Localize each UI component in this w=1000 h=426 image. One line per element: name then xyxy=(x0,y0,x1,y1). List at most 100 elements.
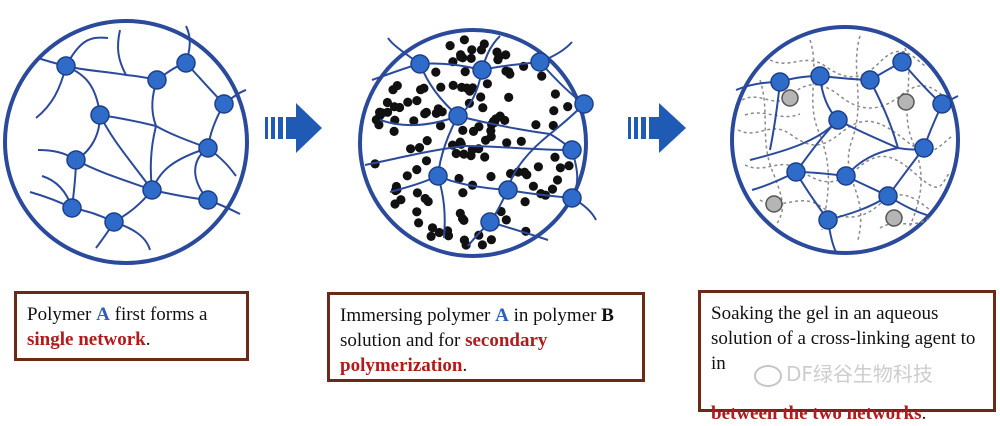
monomer-dot xyxy=(390,199,400,209)
wechat-icon xyxy=(754,364,782,387)
stage-2-circle xyxy=(358,28,588,258)
monomer-dot xyxy=(550,89,561,99)
monomer-dot xyxy=(414,218,424,228)
monomer-dot xyxy=(533,162,544,172)
monomer-dot xyxy=(458,188,468,198)
monomer-dot xyxy=(550,152,560,162)
monomer-dot xyxy=(505,69,515,79)
monomer-dot xyxy=(382,97,392,108)
monomer-dot xyxy=(504,92,514,102)
monomer-dot xyxy=(548,120,558,131)
monomer-dot xyxy=(426,231,436,241)
caption-text: Polymer xyxy=(27,304,97,325)
monomer-dot xyxy=(480,152,490,162)
stage-1-single-network xyxy=(3,19,249,265)
highlight-single-network: single network xyxy=(27,329,146,350)
monomer-dot xyxy=(516,136,526,146)
monomer-dot xyxy=(467,45,477,55)
monomer-dot xyxy=(448,80,458,90)
monomer-dot xyxy=(486,235,496,245)
monomer-dot xyxy=(519,167,530,177)
monomer-dot xyxy=(375,107,385,117)
monomer-dot xyxy=(416,85,426,95)
monomer-dot xyxy=(421,107,431,117)
monomer-dot xyxy=(406,144,416,154)
monomer-dot xyxy=(501,50,511,60)
monomer-dot xyxy=(495,111,505,121)
monomer-dot xyxy=(476,45,486,55)
monomer-dot xyxy=(520,197,530,207)
monomer-dot xyxy=(434,227,444,238)
monomer-dot xyxy=(476,92,486,102)
monomer-dot xyxy=(492,47,502,57)
polymer-a-label: A xyxy=(96,304,110,325)
monomer-dot xyxy=(549,106,559,116)
monomer-dot xyxy=(392,81,402,91)
diagram-canvas xyxy=(3,19,960,265)
caption-text: first forms a xyxy=(109,304,208,325)
monomer-dot xyxy=(414,143,425,153)
monomer-dot xyxy=(468,126,479,136)
monomer-dot xyxy=(455,137,465,147)
caption-text: Immersing polymer xyxy=(340,305,496,326)
monomer-dot xyxy=(458,125,468,135)
monomer-dot xyxy=(458,214,468,224)
monomer-dot xyxy=(482,79,492,89)
stage-3-secondary-crosslinks xyxy=(765,89,915,227)
monomer-dot xyxy=(564,161,574,171)
stage-2-immersion xyxy=(358,28,597,258)
polymer-a-label: A xyxy=(495,305,509,326)
stage-1-crosslink-nodes xyxy=(56,53,234,232)
monomer-dot xyxy=(420,193,430,204)
monomer-dot xyxy=(552,175,563,185)
monomer-dot xyxy=(501,215,511,225)
caption-stage-1: Polymer A first forms a single network. xyxy=(14,291,249,361)
right-arrow-icon xyxy=(628,103,686,153)
monomer-dot xyxy=(436,82,446,92)
monomer-dot xyxy=(502,138,512,148)
monomer-dot xyxy=(460,67,470,77)
caption-stage-2: Immersing polymer A in polymer B solutio… xyxy=(327,292,645,382)
highlight-between-networks: between the two networks xyxy=(711,403,922,424)
monomer-dot xyxy=(451,148,461,159)
monomer-dot xyxy=(421,156,432,166)
monomer-dot xyxy=(422,136,432,146)
caption-text: in polymer xyxy=(508,305,602,326)
monomer-dot xyxy=(486,171,496,182)
polymer-b-label: B xyxy=(601,305,614,326)
monomer-dot xyxy=(431,67,441,77)
caption-text: . xyxy=(462,355,468,376)
watermark-text: DF绿谷生物科技 xyxy=(786,362,933,386)
monomer-dot xyxy=(436,121,446,131)
watermark: DF绿谷生物科技 xyxy=(754,358,933,387)
caption-text: solution and for xyxy=(340,330,466,351)
stage-3-secondary-network xyxy=(737,35,953,241)
monomer-dot xyxy=(493,55,503,65)
stage-3-primary-crosslinks xyxy=(770,52,952,230)
monomer-dot xyxy=(412,96,422,106)
monomer-dot xyxy=(461,240,471,250)
monomer-dot xyxy=(531,120,541,130)
monomer-dot xyxy=(445,41,455,51)
monomer-dot xyxy=(555,163,566,173)
monomer-dot xyxy=(465,86,475,96)
monomer-dot xyxy=(459,149,469,159)
monomer-dot xyxy=(486,132,496,142)
monomer-dot xyxy=(409,116,419,126)
monomer-dot xyxy=(412,165,422,175)
caption-text: . xyxy=(921,403,927,424)
monomer-dot xyxy=(403,97,413,107)
monomer-dot xyxy=(467,145,477,155)
highlight-secondary-polymerization: secondary polymerization xyxy=(340,330,548,376)
monomer-dot xyxy=(547,184,558,194)
monomer-dot xyxy=(563,102,573,112)
monomer-dot xyxy=(427,223,438,233)
monomer-dot xyxy=(456,52,466,62)
stage-2-monomer-dots xyxy=(370,35,574,250)
monomer-dot xyxy=(459,35,469,45)
monomer-dot xyxy=(528,181,539,191)
monomer-dot xyxy=(412,207,422,217)
caption-text: Soaking the gel in an aqueous solution o… xyxy=(711,303,976,374)
monomer-dot xyxy=(466,53,476,64)
monomer-dot xyxy=(371,115,381,125)
